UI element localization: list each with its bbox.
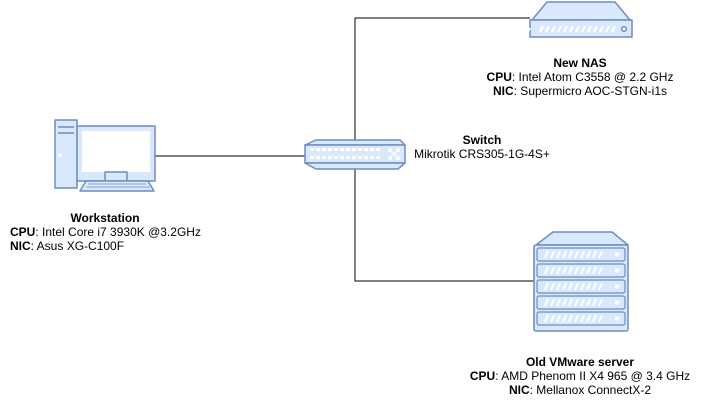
server-drive-vents: [544, 266, 603, 275]
server-led: [614, 284, 620, 289]
vmware-label: Old VMware server CPU: AMD Phenom II X4 …: [460, 355, 700, 397]
nas-title: New NAS: [553, 56, 607, 70]
server-led: [614, 316, 620, 321]
nas-cpu: CPU: Intel Atom C3558 @ 2.2 GHz: [486, 70, 674, 84]
edge-switch-nas: [354, 17, 530, 141]
workstation-cpu: CPU: Intel Core i7 3930K @3.2GHz: [10, 225, 201, 239]
nas-label: New NAS CPU: Intel Atom C3558 @ 2.2 GHz …: [470, 56, 690, 98]
server-led: [614, 252, 620, 257]
vmware-nic: NIC: Mellanox ConnectX-2: [508, 383, 652, 397]
switch-label: Switch Mikrotik CRS305-1G-4S+: [412, 133, 552, 161]
switch-title: Switch: [462, 133, 502, 147]
vmware-title: Old VMware server: [525, 355, 635, 369]
switch-model: Mikrotik CRS305-1G-4S+: [414, 147, 550, 161]
server-led: [614, 268, 620, 273]
server-drive-bay: [536, 263, 626, 278]
server-drive-bay: [536, 311, 626, 326]
server-drive-vents: [544, 282, 603, 291]
server-drive-vents: [544, 314, 603, 323]
desktop-computer-icon: [54, 119, 156, 192]
server-drive-bay: [536, 247, 626, 262]
server-drive-bay: [536, 295, 626, 310]
network-switch-icon: [304, 139, 406, 170]
vmware-cpu: CPU: AMD Phenom II X4 965 @ 3.4 GHz: [469, 369, 691, 383]
server-led: [614, 300, 620, 305]
server-drive-bay: [536, 279, 626, 294]
nas-nic: NIC: Supermicro AOC-STGN-i1s: [492, 84, 668, 98]
server-drive-vents: [544, 298, 603, 307]
server-drive-vents: [544, 250, 603, 259]
workstation-nic: NIC: Asus XG-C100F: [10, 239, 125, 253]
server-units: [536, 247, 626, 326]
workstation-title: Workstation: [70, 211, 140, 225]
nas-icon: [524, 1, 633, 38]
workstation-label: Workstation CPU: Intel Core i7 3930K @3.…: [10, 211, 210, 253]
edge-switch-vmware: [354, 167, 534, 282]
connectors: [155, 17, 534, 282]
